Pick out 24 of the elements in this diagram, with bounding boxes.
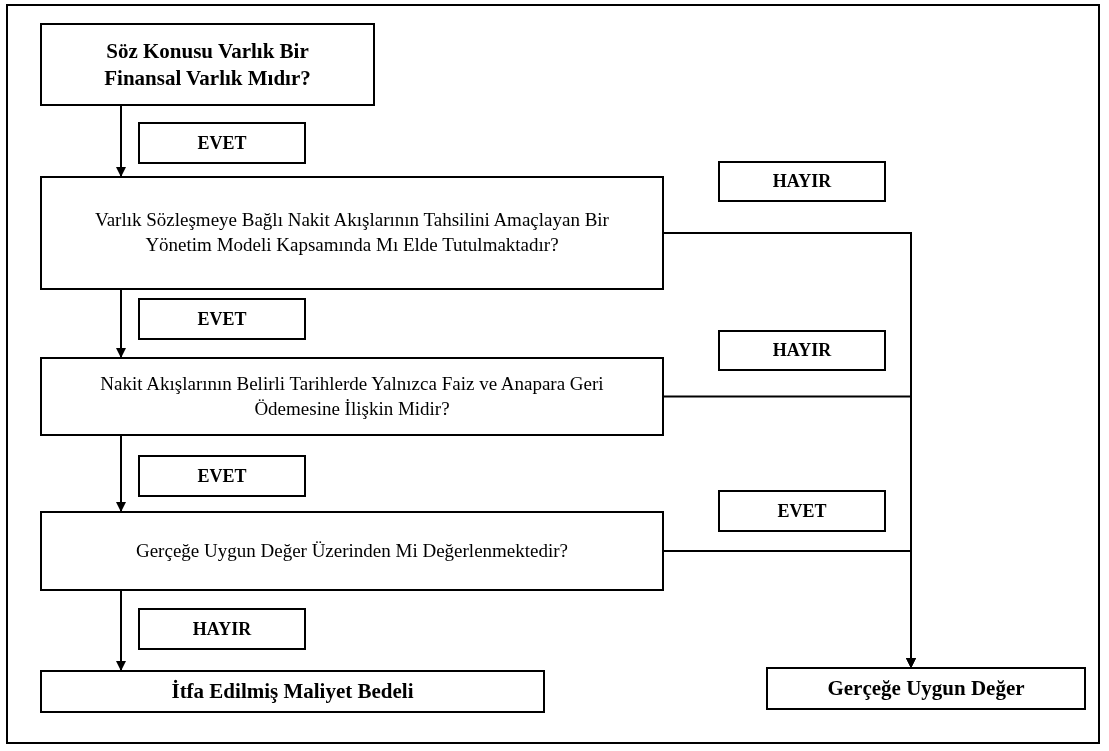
box-text: İtfa Edilmiş Maliyet Bedeli [171, 678, 414, 705]
edge-label: HAYIR [138, 608, 306, 650]
box-text: Gerçeğe Uygun Değer Üzerinden Mi Değerlenmektedir? [135, 538, 569, 563]
process-box [40, 176, 664, 290]
process-box [766, 667, 1086, 710]
arrow [663, 550, 916, 668]
edge-label: EVET [718, 490, 886, 532]
edge-label: HAYIR [718, 330, 886, 371]
box-text: Gerçeğe Uygun Değer [827, 675, 1025, 702]
edge-label: HAYIR [718, 161, 886, 202]
process-box [40, 357, 664, 436]
arrow [116, 590, 126, 671]
box-text: Söz Konusu Varlık Bir Finansal Varlık Mıdır? [103, 38, 312, 91]
process-box [40, 511, 664, 591]
edge-label: EVET [138, 455, 306, 497]
arrow [116, 289, 126, 358]
process-box [40, 670, 545, 713]
box-text: Varlık Sözleşmeye Bağlı Nakit Akışlarının Tahsilini Amaçlayan Bir Yönetim Modeli Kapsamında Mı Elde Tutulmaktadır? [94, 208, 610, 257]
edge-label: EVET [138, 298, 306, 340]
process-box [40, 23, 375, 106]
box-text: Nakit Akışlarının Belirli Tarihlerde Yalnızca Faiz ve Anapara Geri Ödemesine İlişkin Midir? [99, 371, 605, 421]
edge-label: EVET [138, 122, 306, 164]
arrow [116, 105, 126, 177]
arrow [116, 435, 126, 512]
